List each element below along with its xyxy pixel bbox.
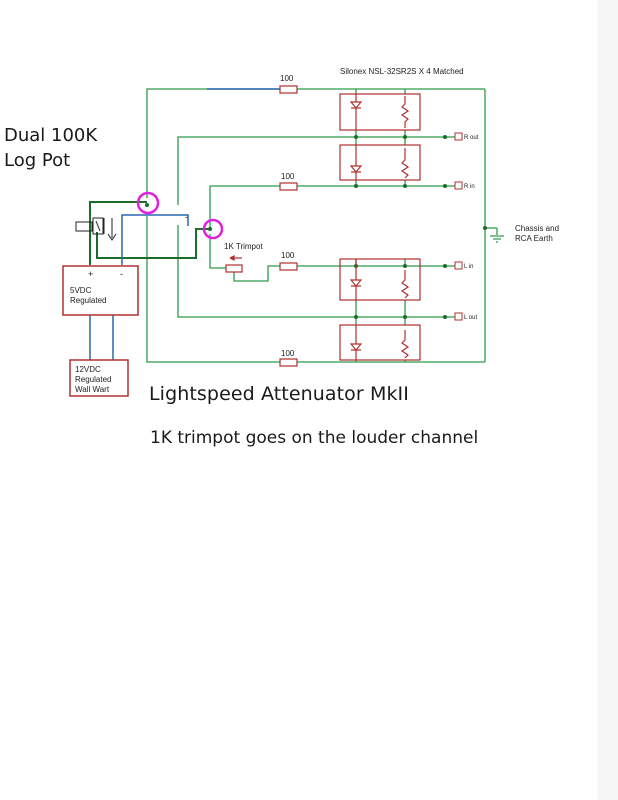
wall-wart-label-line2: Regulated [75, 375, 111, 384]
wall-wart-box [69, 359, 129, 397]
trimpot-label: 1K Trimpot [224, 242, 263, 251]
resistor-symbols [279, 85, 298, 367]
page-right-edge [597, 0, 618, 800]
dc-control-wires [89, 201, 210, 265]
earth-label-line1: Chassis and [515, 224, 559, 233]
ldr-title-label: Silonex NSL-32SR2S X 4 Matched [340, 67, 464, 76]
resistor-top-value: 100 [280, 74, 294, 83]
wall-wart-label-line3: Wall Wart [75, 385, 110, 394]
trimpot-note: 1K trimpot goes on the louder channel [150, 428, 479, 448]
earth-symbol [490, 235, 504, 243]
dual-pot-symbol [75, 217, 117, 241]
regulator-label-line1: 5VDC [70, 286, 92, 295]
pot-minus-label: - [185, 212, 188, 222]
resistor-bottom-value: 100 [281, 349, 295, 358]
resistor-rin-value: 100 [281, 172, 295, 181]
l-out-label: L out [464, 315, 477, 321]
r-out-label: R out [464, 135, 479, 141]
pot-label-line2: Log Pot [4, 150, 71, 171]
wall-wart-label-line1: 12VDC [75, 365, 101, 374]
regulator-label-line2: Regulated [70, 296, 106, 305]
regulator-box [62, 265, 139, 316]
resistor-lin-value: 100 [281, 251, 295, 260]
junction-dots [145, 135, 487, 319]
pot-label: Dual 100K Log Pot [4, 123, 97, 173]
diagram-title: Lightspeed Attenuator MkII [149, 383, 409, 405]
pot-label-line1: Dual 100K [4, 125, 98, 146]
signal-wires [146, 88, 498, 363]
r-in-label: R in [464, 184, 475, 190]
ldr-optocouplers [339, 93, 421, 361]
dc-blue-wires [89, 214, 189, 360]
l-in-label: L in [464, 264, 473, 270]
rca-terminals [454, 132, 463, 321]
trimpot-symbol [225, 255, 243, 273]
supply-minus-label: - [120, 269, 123, 279]
highlight-circles [136, 191, 224, 240]
earth-label-line2: RCA Earth [515, 234, 553, 243]
supply-plus-label: + [88, 269, 93, 279]
